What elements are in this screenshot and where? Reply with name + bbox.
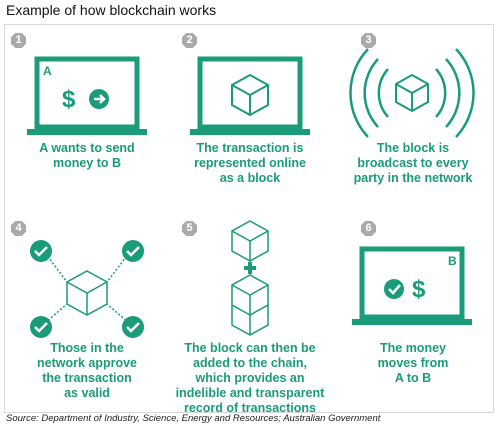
step-number-badge: 3 (361, 33, 376, 48)
screen-label: A (43, 64, 52, 78)
step-number-badge: 5 (182, 221, 197, 236)
checkmark-circle-icon (384, 279, 404, 299)
screen-label: B (448, 254, 457, 268)
checkmark-icon (30, 240, 144, 338)
broadcast-block-icon (349, 48, 475, 138)
step-number-badge: 2 (182, 33, 197, 48)
source-note: Source: Department of Industry, Science,… (6, 413, 381, 424)
page-title: Example of how blockchain works (6, 2, 217, 18)
approved-block-icon (30, 240, 144, 338)
dollar-icon: $ (62, 86, 76, 113)
step-number-badge: 4 (11, 221, 26, 236)
block-chain-icon (231, 220, 269, 336)
laptop-with-check-dollar-icon: B $ (352, 246, 472, 325)
cube-icon (231, 73, 269, 117)
signal-waves-icon (349, 48, 475, 138)
dollar-icon: $ (412, 276, 426, 303)
laptop-with-block-icon (190, 56, 310, 135)
plus-icon (244, 262, 256, 274)
step-number-badge: 6 (361, 221, 376, 236)
laptop-with-dollar-send-icon: A $ (27, 56, 147, 135)
step-number-badge: 1 (11, 33, 26, 48)
